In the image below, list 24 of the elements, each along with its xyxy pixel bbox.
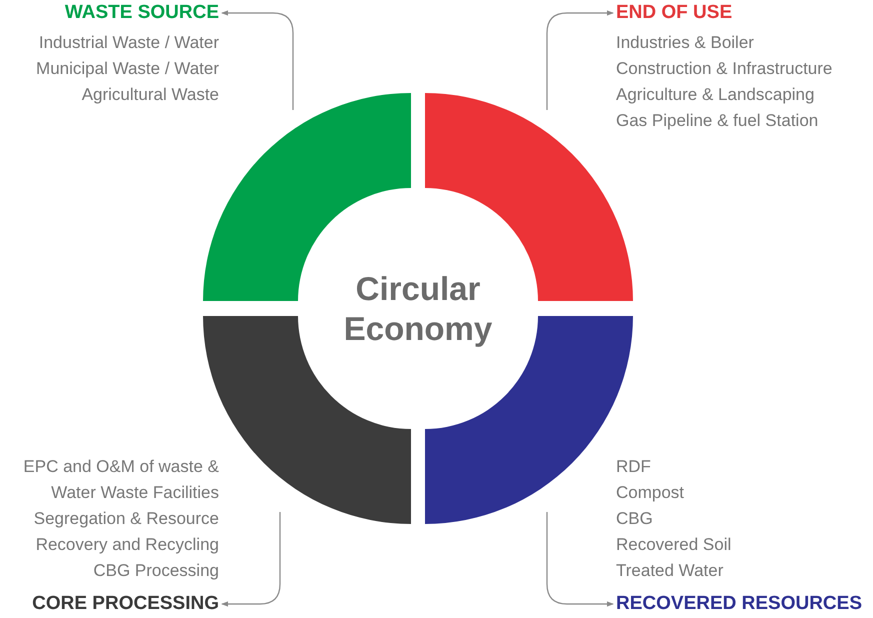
arrow — [221, 10, 294, 110]
list-item-text: Recovered Soil — [616, 534, 732, 556]
list-item-text: Compost — [616, 482, 684, 504]
list-item-text: Municipal Waste / Water — [36, 58, 219, 80]
section-heading: CORE PROCESSING — [32, 592, 219, 616]
list-item-text: EPC and O&M of waste & Water Waste Facilities — [22, 456, 219, 504]
list-item-text: Construction & Infrastructure — [616, 58, 832, 80]
list-item-text: Gas Pipeline & fuel Station — [616, 110, 818, 132]
arrow — [546, 512, 614, 607]
list-item-text: Segregation & Resource Recovery and Recycling — [32, 508, 219, 556]
list-item-text: Agriculture & Landscaping — [616, 84, 814, 106]
center-title: Circular Economy — [318, 269, 518, 349]
section-heading: RECOVERED RESOURCES — [616, 592, 862, 616]
list-item-text: Agricultural Waste — [82, 84, 219, 106]
list-item-text: Treated Water — [616, 560, 724, 582]
list-item-text: Industrial Waste / Water — [38, 32, 219, 54]
section-heading: WASTE SOURCE — [64, 1, 219, 25]
arrow — [221, 512, 281, 607]
list-item-text: Industries & Boiler — [616, 32, 754, 54]
section-heading: END OF USE — [616, 1, 732, 25]
list-item-text: RDF — [616, 456, 651, 478]
arrow — [546, 10, 614, 110]
list-item-text: CBG Processing — [93, 560, 219, 582]
list-item-text: CBG — [616, 508, 653, 530]
